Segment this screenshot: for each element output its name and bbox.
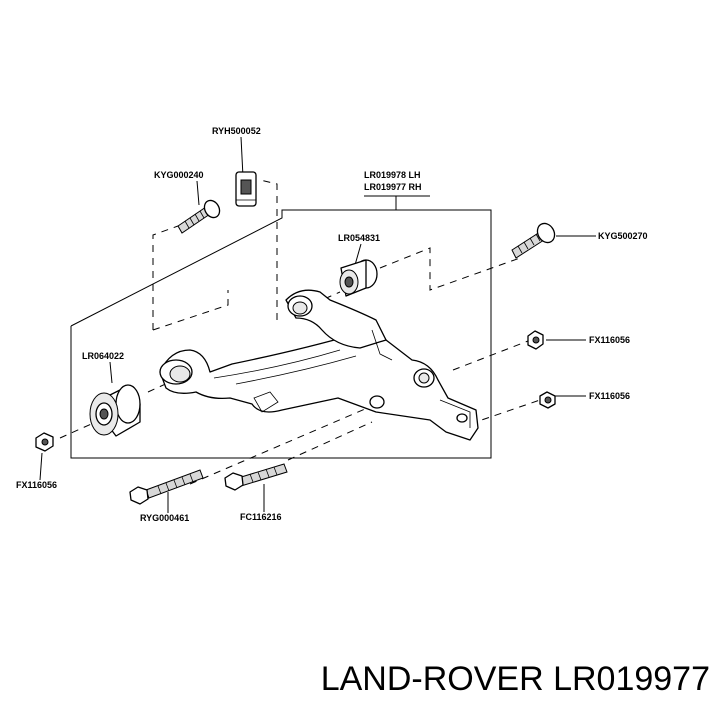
lr054831-bushing	[339, 259, 378, 297]
label-fx116056-left: FX116056	[16, 480, 57, 490]
leader-lines	[39, 136, 596, 513]
lr064022-bushing	[89, 384, 141, 437]
label-lr064022: LR064022	[82, 351, 124, 361]
label-lr054831: LR054831	[338, 233, 380, 243]
fx116056-nut-right-lower	[539, 391, 556, 409]
lower-control-arm	[159, 289, 479, 441]
fc116216-bolt	[224, 463, 288, 491]
fx116056-nut-right-upper	[527, 330, 544, 350]
label-kyg500270: KYG500270	[598, 231, 648, 241]
label-lr019977-rh: LR019977 RH	[364, 182, 422, 192]
part-number-labels: RYH500052 KYG000240 LR019978 LH LR019977…	[16, 126, 648, 523]
ryg000461-bolt	[129, 469, 204, 505]
label-ryh500052: RYH500052	[212, 126, 261, 136]
part-caption: LAND-ROVER LR019977	[320, 660, 710, 698]
label-ryg000461: RYG000461	[140, 513, 189, 523]
label-kyg000240: KYG000240	[154, 170, 204, 180]
label-fc116216: FC116216	[240, 512, 282, 522]
label-fx116056-right-upper: FX116056	[589, 335, 630, 345]
kyg500270-bolt	[511, 222, 556, 259]
label-fx116056-right-lower: FX116056	[589, 391, 630, 401]
label-lr019978-lh: LR019978 LH	[364, 170, 421, 180]
assembly-frame	[70, 195, 492, 459]
ryh500052-bracket	[235, 171, 257, 207]
fx116056-nut-left	[35, 432, 54, 452]
kyg000240-bolt	[177, 199, 221, 234]
